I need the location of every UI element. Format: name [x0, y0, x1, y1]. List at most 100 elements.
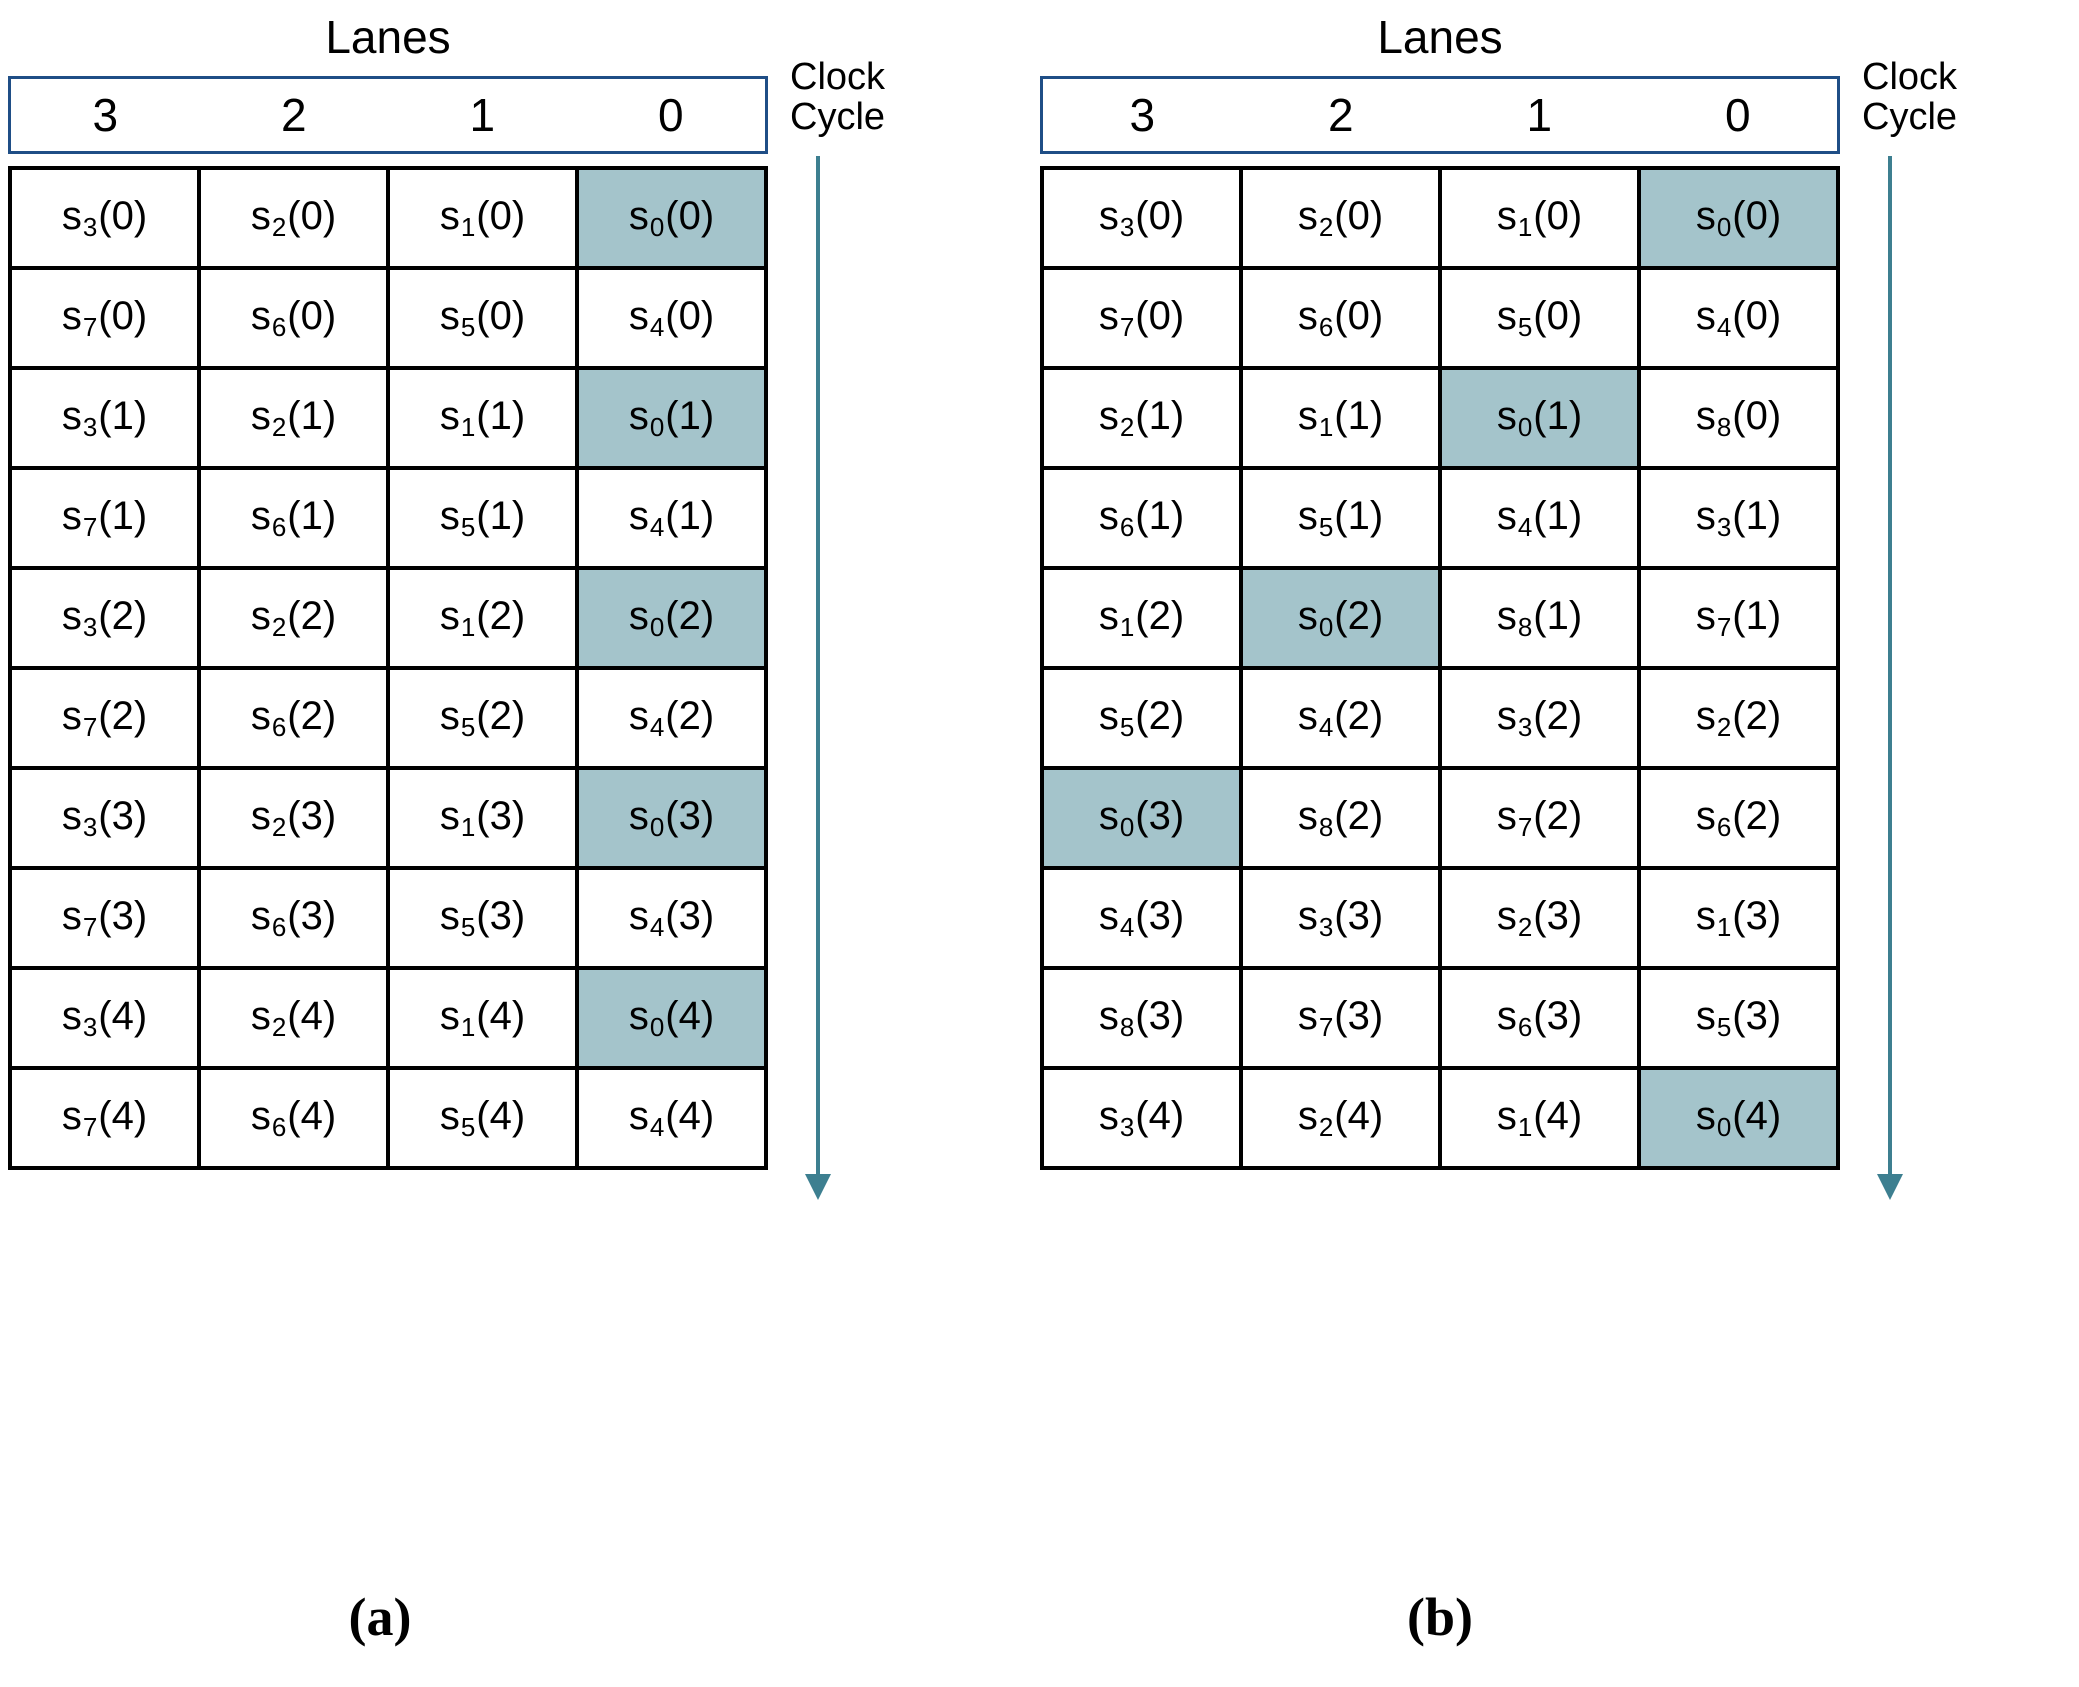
grid-cell-highlighted: s0(4): [579, 970, 764, 1066]
grid-cell: s3(0): [1044, 170, 1239, 266]
cell-symbol: s3(0): [61, 193, 148, 243]
grid-cell-highlighted: s0(3): [579, 770, 764, 866]
arrow-head-icon-b: [1877, 1173, 1903, 1200]
cell-symbol: s1(1): [1297, 393, 1384, 443]
cell-symbol: s3(4): [1098, 1093, 1185, 1143]
cell-symbol: s1(3): [1695, 893, 1782, 943]
cell-symbol: s8(1): [1496, 593, 1583, 643]
grid-row: s7(2)s6(2)s5(2)s4(2): [12, 670, 764, 766]
grid-cell: s5(1): [390, 470, 575, 566]
clock-cycle-label-b: Clock Cycle: [1862, 57, 2012, 138]
grid-row: s7(1) s6(1) s5(1) s4(1): [12, 470, 764, 566]
cell-symbol: s7(4): [61, 1093, 148, 1143]
cell-symbol: s2(3): [250, 793, 337, 843]
grid-cell-highlighted: s0(4): [1641, 1070, 1836, 1166]
lanes-title-b: Lanes: [1377, 11, 1503, 63]
cell-symbol: s0(0): [1695, 193, 1782, 243]
grid-cell: s7(2): [12, 670, 197, 766]
grid-cell: s1(3): [1641, 870, 1836, 966]
grid-cell-highlighted: s0(0): [1641, 170, 1836, 266]
cell-symbol: s7(0): [1098, 293, 1185, 343]
cell-symbol: s3(3): [1297, 893, 1384, 943]
clock-cycle-arrow-b: [1877, 155, 1903, 1200]
cell-symbol: s2(1): [250, 393, 337, 443]
grid-cell: s1(1): [390, 370, 575, 466]
lane-grid-a: s3(0)s2(0)s1(0)s0(0)s7(0)s6(0)s5(0)s4(0)…: [8, 166, 768, 1170]
cell-symbol: s6(1): [250, 493, 337, 543]
grid-row: s3(0)s2(0)s1(0)s0(0): [12, 170, 764, 266]
cell-symbol: s1(4): [1496, 1093, 1583, 1143]
lane-grid-b: s3(0)s2(0)s1(0)s0(0)s7(0)s6(0)s5(0)s4(0)…: [1040, 166, 1840, 1170]
grid-cell: s3(2): [1442, 670, 1637, 766]
cell-symbol: s8(2): [1297, 793, 1384, 843]
lane-label-3: 3: [92, 89, 119, 141]
cell-symbol: s7(1): [61, 493, 148, 543]
grid-cell: s4(2): [1243, 670, 1438, 766]
grid-row: s7(3)s6(3)s5(3)s4(3): [12, 870, 764, 966]
cell-symbol: s2(4): [1297, 1093, 1384, 1143]
grid-cell: s3(4): [12, 970, 197, 1066]
grid-cell: s4(3): [1044, 870, 1239, 966]
cell-symbol: s7(3): [61, 893, 148, 943]
cell-symbol: s0(4): [628, 993, 715, 1043]
clock-cycle-annotation-a: Clock Cycle: [790, 57, 940, 1200]
cell-symbol: s8(0): [1695, 393, 1782, 443]
grid-row: s3(3)s2(3)s1(3)s0(3): [12, 770, 764, 866]
clock-cycle-label-line2-b: Cycle: [1862, 95, 1958, 138]
grid-cell: s6(2): [1641, 770, 1836, 866]
grid-cell-highlighted: s0(3): [1044, 770, 1239, 866]
cell-symbol: s4(1): [628, 493, 715, 543]
cell-symbol: s0(1): [628, 393, 715, 443]
cell-symbol: s2(2): [1695, 693, 1782, 743]
cell-symbol: s6(4): [250, 1093, 337, 1143]
grid-cell: s6(3): [201, 870, 386, 966]
cell-symbol: s7(3): [1297, 993, 1384, 1043]
lane-label-0: 0: [657, 89, 684, 141]
grid-cell: s3(2): [12, 570, 197, 666]
cell-symbol: s7(2): [61, 693, 148, 743]
clock-cycle-label-line2-a: Cycle: [790, 95, 886, 138]
cell-symbol: s1(1): [439, 393, 526, 443]
grid-cell: s7(1): [1641, 570, 1836, 666]
grid-cell: s2(3): [1442, 870, 1637, 966]
grid-row: s1(2)s0(2)s8(1)s7(1): [1044, 570, 1836, 666]
grid-cell: s1(0): [390, 170, 575, 266]
lane-label-2: 2: [1327, 89, 1354, 141]
grid-cell: s1(1): [1243, 370, 1438, 466]
cell-symbol: s5(3): [439, 893, 526, 943]
cell-symbol: s3(3): [61, 793, 148, 843]
cell-symbol: s3(2): [61, 593, 148, 643]
cell-symbol: s6(0): [1297, 293, 1384, 343]
grid-cell-highlighted: s0(1): [579, 370, 764, 466]
lane-label-0: 0: [1724, 89, 1751, 141]
grid-cell: s7(3): [12, 870, 197, 966]
cell-symbol: s2(2): [250, 593, 337, 643]
grid-cell: s5(2): [1044, 670, 1239, 766]
cell-symbol: s1(0): [439, 193, 526, 243]
cell-symbol: s6(3): [250, 893, 337, 943]
grid-cell: s6(2): [201, 670, 386, 766]
grid-row: s7(0)s6(0)s5(0)s4(0): [1044, 270, 1836, 366]
cell-symbol: s4(2): [628, 693, 715, 743]
grid-cell-highlighted: s0(0): [579, 170, 764, 266]
cell-symbol: s1(0): [1496, 193, 1583, 243]
cell-symbol: s6(2): [250, 693, 337, 743]
cell-symbol: s5(0): [439, 293, 526, 343]
grid-row: s5(2)s4(2)s3(2) s2(2): [1044, 670, 1836, 766]
grid-cell: s7(3): [1243, 970, 1438, 1066]
clock-cycle-label-a: Clock Cycle: [790, 57, 940, 138]
cell-symbol: s1(2): [1098, 593, 1185, 643]
grid-cell: s7(1): [12, 470, 197, 566]
grid-cell: s7(0): [1044, 270, 1239, 366]
lane-label-2: 2: [280, 89, 307, 141]
grid-cell: s1(0): [1442, 170, 1637, 266]
grid-cell: s2(1): [201, 370, 386, 466]
grid-row: s6(1)s5(1)s4(1)s3(1): [1044, 470, 1836, 566]
cell-symbol: s5(1): [1297, 493, 1384, 543]
cell-symbol: s5(3): [1695, 993, 1782, 1043]
cell-symbol: s5(1): [439, 493, 526, 543]
grid-cell: s4(0): [1641, 270, 1836, 366]
grid-cell: s4(1): [1442, 470, 1637, 566]
